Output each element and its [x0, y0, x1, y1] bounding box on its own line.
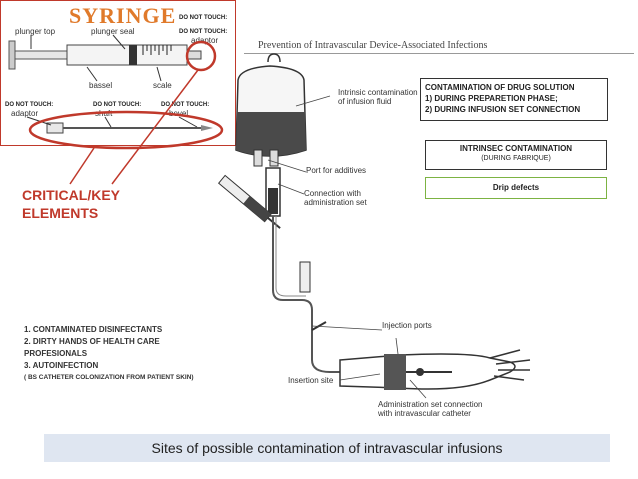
port-label: Port for additives — [306, 166, 367, 175]
cause-item: 3. AUTOINFECTION — [24, 361, 99, 370]
plunger-seal-label: plunger seal — [91, 27, 135, 36]
title-divider — [244, 53, 634, 54]
bassel-label: bassel — [89, 81, 113, 90]
syringe-drawing — [8, 34, 217, 134]
adaptor-label: adaptor — [11, 109, 39, 118]
cause-item: 1. CONTAMINATED DISINFECTANTS — [24, 325, 163, 334]
drug-solution-box: CONTAMINATION OF DRUG SOLUTION 1) DURING… — [420, 78, 608, 121]
drip-defects-box: Drip defects — [425, 177, 607, 199]
scale-label: scale — [153, 81, 172, 90]
adaptor-top-label: adaptor — [191, 36, 219, 45]
bevel-label: bevel — [169, 109, 189, 118]
figure-caption: Sites of possible contamination of intra… — [44, 434, 610, 462]
critical-arrow-left — [69, 147, 95, 185]
warning-top-right-2: DO NOT TOUCH: — [179, 29, 228, 35]
needle-highlight-ellipse — [28, 110, 224, 150]
syringe-title: SYRINGE — [69, 3, 177, 28]
plunger-top-label: plunger top — [15, 27, 56, 36]
warning-top-right: DO NOT TOUCH: — [179, 15, 228, 21]
cause-item: 2. DIRTY HANDS OF HEALTH CARE — [24, 337, 160, 346]
connection-label: Connection with administration set — [304, 189, 367, 207]
warning-bottom-left: DO NOT TOUCH: — [5, 102, 54, 108]
intrinsic-label: Intrinsic contamination of infusion flui… — [338, 88, 418, 106]
warning-bottom-right: DO NOT TOUCH: — [161, 102, 210, 108]
admin-connection-label: Administration set connection with intra… — [378, 400, 483, 418]
cause-item: PROFESIONALS — [24, 349, 88, 358]
cause-item: ( BS CATHETER COLONIZATION FROM PATIENT … — [24, 374, 194, 381]
intrinsec-box: INTRINSEC CONTAMINATION (DURING FABRIQUE… — [425, 140, 607, 170]
document-title: Prevention of Intravascular Device-Assoc… — [258, 40, 488, 51]
injection-ports-label: Injection ports — [382, 321, 432, 330]
insertion-site-label: Insertion site — [288, 376, 334, 385]
warning-bottom-mid: DO NOT TOUCH: — [93, 102, 142, 108]
causes-list: 1. CONTAMINATED DISINFECTANTS 2. DIRTY H… — [24, 324, 194, 384]
critical-elements-label: CRITICAL/KEY ELEMENTS — [22, 187, 120, 221]
critical-arrow-right — [111, 69, 199, 185]
